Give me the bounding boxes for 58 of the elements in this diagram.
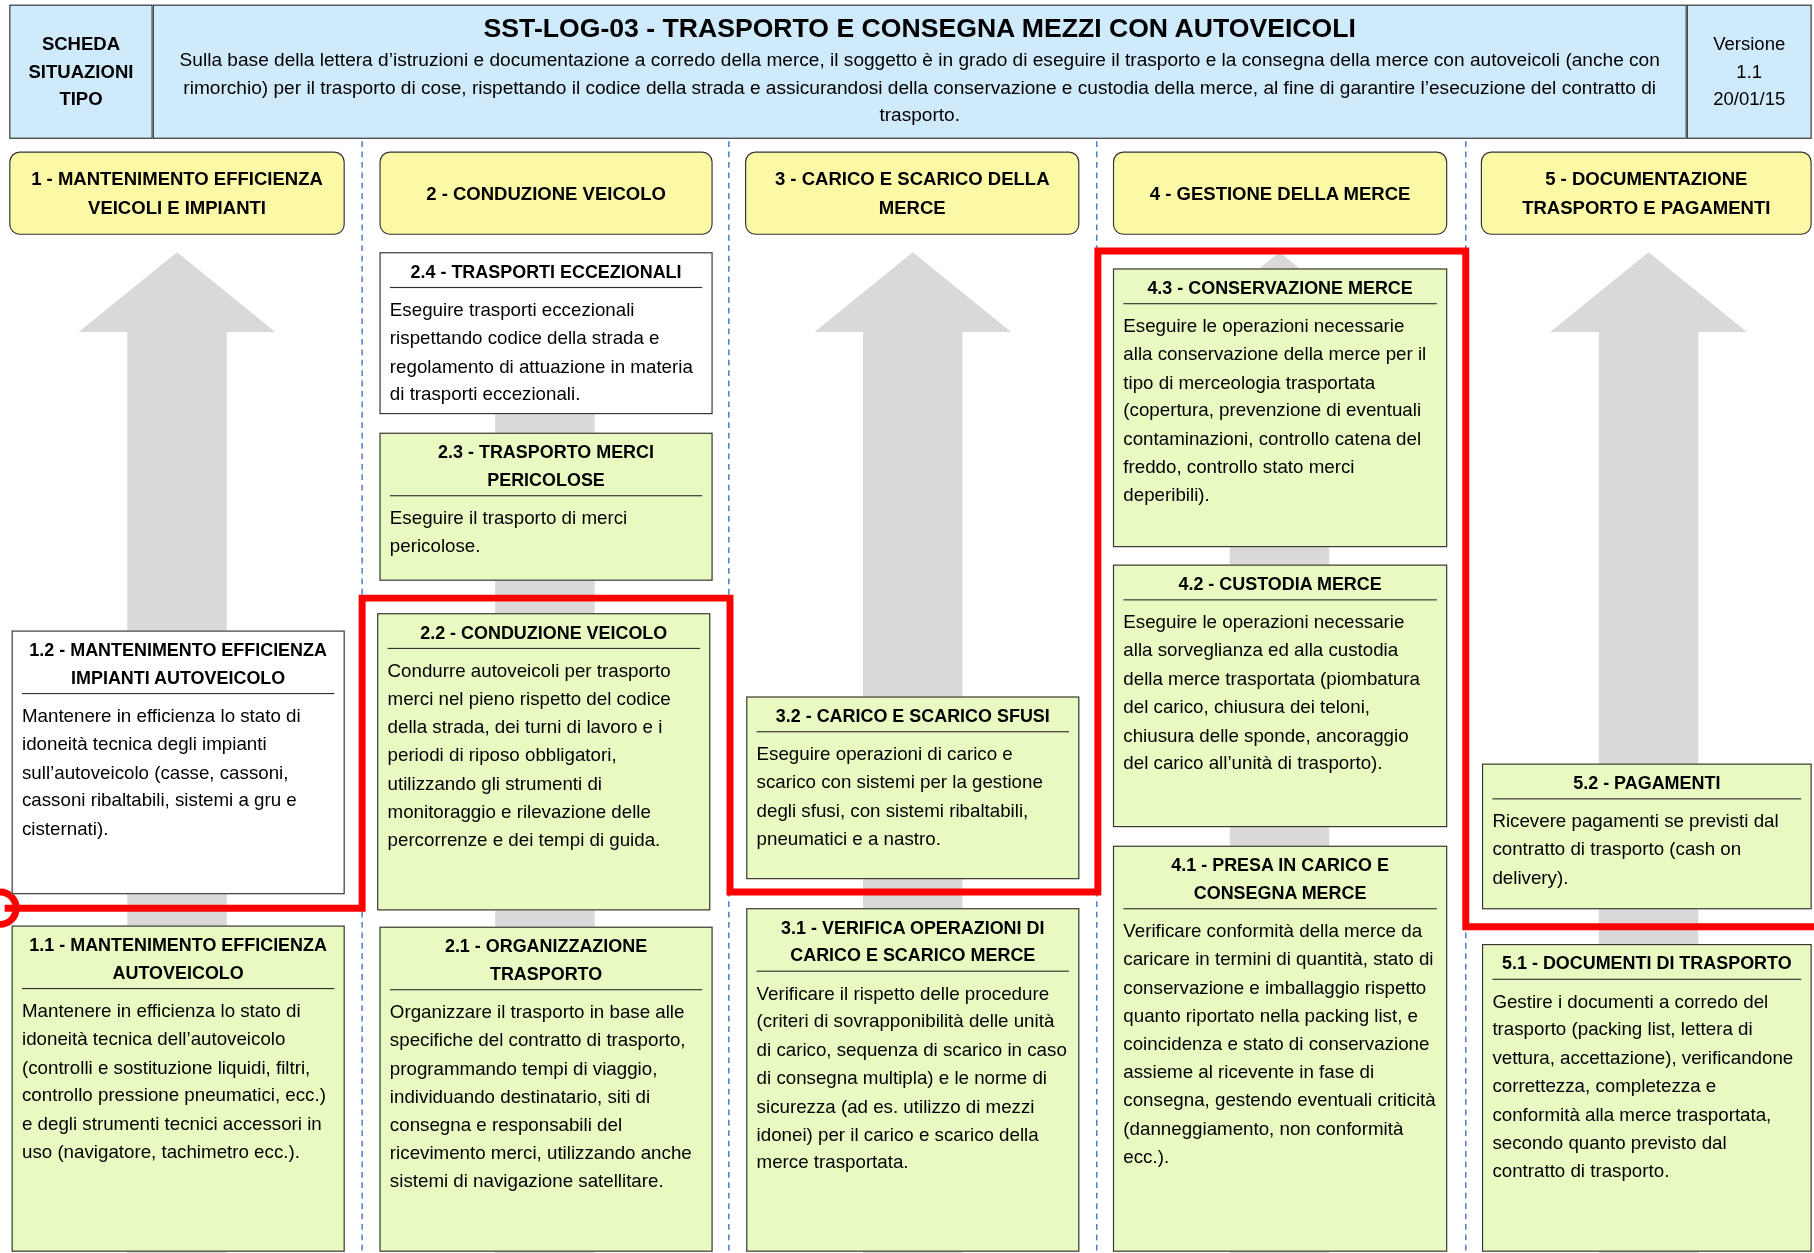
header-text: Versione <box>1713 32 1786 56</box>
column-title: 2 - CONDUZIONE VEICOLO <box>426 182 666 206</box>
card-heading: 2.1 - ORGANIZZAZIONE TRASPORTO <box>389 932 703 991</box>
card-heading: 5.2 - PAGAMENTI <box>1492 769 1802 800</box>
column-header <box>1480 151 1812 235</box>
card-text: Eseguire operazioni di carico e scarico con sistemi per la gestione degli sfusi, con sistemi ribaltabili, pneumatici e a nastro. <box>756 741 1044 851</box>
header-text: SCHEDA SITUAZIONI TIPO <box>27 32 135 111</box>
card-text: Eseguire le operazioni necessarie alla sorveglianza ed alla custodia della merce trasportata (piombatura del carico, chiusura dei teloni, chiusura delle sponde, ancoraggio del carico all’unità di trasporto). <box>1123 609 1421 775</box>
description-text: Sulla base della lettera d’istruzioni e documentazione a corredo della merce, il soggetto è in grado di eseguire il trasporto e la consegna della merce con autoveicoli (anche con rimorchio) per il trasporto di cose, rispettando il codice della strada e assicurandosi della conservazione e custodia della merce, al fine di garantire l’esecuzione del contratto di trasporto. <box>178 47 1661 127</box>
task-card <box>377 613 711 911</box>
task-card <box>1112 268 1448 548</box>
title-panel <box>152 4 1687 139</box>
document-title: SST-LOG-03 - TRASPORTO E CONSEGNA MEZZI CON AUTOVEICOLI <box>483 11 1356 45</box>
column-header <box>379 151 713 235</box>
column-title: 3 - CARICO E SCARICO DELLA MERCE <box>773 167 1051 220</box>
card-heading: 3.2 - CARICO E SCARICO SFUSI <box>756 702 1069 733</box>
card-heading: 5.1 - DOCUMENTI DI TRASPORTO <box>1492 949 1802 980</box>
card-text: Verificare il rispetto delle procedure (criteri di sovrapponibilità delle unità di carico, sequenza di scarico in caso di consegna multipla) e le norme di sicurezza (ad es. utilizzo di mezzi idonei) per il carico e scarico della merce trasportata. <box>756 981 1068 1175</box>
card-heading: 3.1 - VERIFICA OPERAZIONI DI CARICO E SCARICO MERCE <box>756 913 1069 972</box>
task-card <box>11 630 345 895</box>
card-heading: 1.1 - MANTENIMENTO EFFICIENZA AUTOVEICOLO <box>22 931 335 990</box>
card-heading: 2.4 - TRASPORTI ECCEZIONALI <box>389 258 703 289</box>
task-card <box>379 252 713 415</box>
card-heading: 4.1 - PRESA IN CARICO E CONSEGNA MERCE <box>1123 851 1437 910</box>
card-text: Organizzare il trasporto in base alle specifiche del contratto di trasporto, programmando tempi di viaggio, individuando destinatario, siti di consegna e responsabili del ricevimento merci, utilizzando anche sistemi di navigazione satellitare. <box>389 999 693 1193</box>
card-text: Verificare conformità della merce da caricare in termini di quantità, stato di conservazione e imballaggio rispetto quanto riportato nella packing list, e coincidenza e stato di conservazione assieme al ricevente in fase di consegna, gestendo eventuali criticità (danneggiamento, non conformità ecc.). <box>1123 918 1437 1169</box>
header-text: 1.1 <box>1736 60 1763 83</box>
header-cell <box>1686 4 1812 139</box>
task-card <box>379 926 713 1252</box>
task-card <box>379 432 713 581</box>
column-header <box>1112 151 1448 235</box>
card-text: Condurre autoveicoli per trasporto merci nel pieno rispetto del codice della strada, dei turni di lavoro e i periodi di riposo obbligatori, utilizzando gli strumenti di monitoraggio e rilevazione delle percorrenze e dei tempi di guida. <box>387 658 672 852</box>
card-text: Eseguire trasporti eccezionali rispettando codice della strada e regolamento di attuazione in materia di trasporti eccezionali. <box>389 297 694 406</box>
card-heading: 4.3 - CONSERVAZIONE MERCE <box>1123 274 1437 305</box>
column-title: 5 - DOCUMENTAZIONE TRASPORTO E PAGAMENTI <box>1521 167 1772 220</box>
card-heading: 2.3 - TRASPORTO MERCI PERICOLOSE <box>389 438 703 497</box>
column-header <box>9 151 345 235</box>
column-header <box>745 151 1080 235</box>
card-text: Eseguire il trasporto di merci pericolose. <box>389 505 629 558</box>
card-text: Mantenere in efficienza lo stato di idoneità tecnica degli impianti sull’autoveicolo (casse, cassoni, cassoni ribaltabili, sistemi a gru e cisternati). <box>22 703 302 841</box>
card-heading: 4.2 - CUSTODIA MERCE <box>1123 570 1437 601</box>
task-card <box>11 925 345 1252</box>
card-text: Eseguire le operazioni necessarie alla conservazione della merce per il tipo di merceologia trasportata (copertura, prevenzione di eventuali contaminazioni, controllo catena del freddo, controllo stato merci deperibili). <box>1123 313 1428 507</box>
task-card <box>1481 763 1812 910</box>
header-cell <box>9 4 153 139</box>
header-text: 20/01/15 <box>1713 88 1786 111</box>
card-text: Gestire i documenti a corredo del trasporto (packing list, lettera di vettura, accettazione), verificandone correttezza, completezza e conformità alla merce trasportata, secondo quanto previsto dal contratto di trasporto. <box>1492 989 1795 1183</box>
task-card <box>1112 845 1448 1252</box>
card-heading: 1.2 - MANTENIMENTO EFFICIENZA IMPIANTI AUTOVEICOLO <box>22 636 335 695</box>
task-card <box>1481 944 1812 1252</box>
task-card <box>746 696 1080 880</box>
card-text: Ricevere pagamenti se previsti dal contratto di trasporto (cash on delivery). <box>1492 808 1780 890</box>
task-card <box>1112 564 1448 828</box>
task-card <box>746 908 1080 1252</box>
card-heading: 2.2 - CONDUZIONE VEICOLO <box>387 618 700 649</box>
card-text: Mantenere in efficienza lo stato di idoneità tecnica dell’autoveicolo (controlli e sostituzione liquidi, filtri, controllo pressione pneumatici, ecc.) e degli strumenti tecnici accessori in uso (navigatore, tachimetro ecc.). <box>22 998 327 1164</box>
column-title: 1 - MANTENIMENTO EFFICIENZA VEICOLI E IMPIANTI <box>30 167 324 220</box>
column-title: 4 - GESTIONE DELLA MERCE <box>1149 182 1411 206</box>
